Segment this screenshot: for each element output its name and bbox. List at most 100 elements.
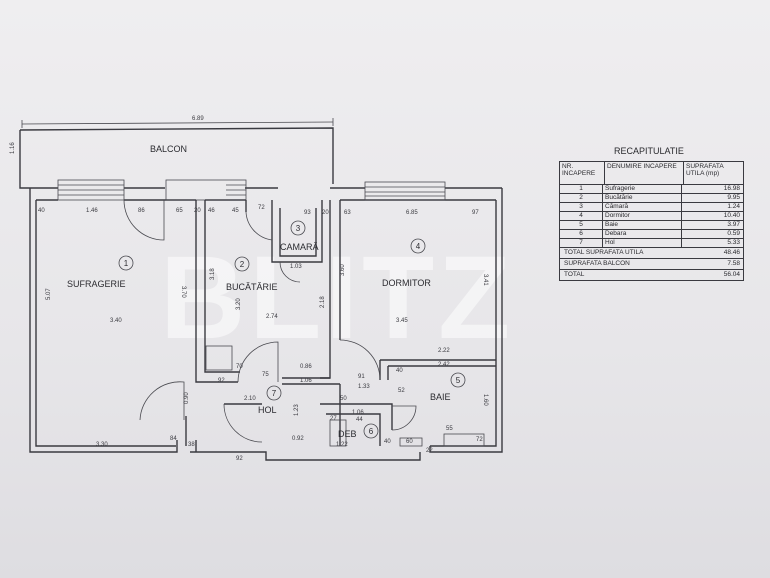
dim-label: 2.22 [438,348,450,354]
row-nr: 6 [560,230,603,238]
room-labels: 1 SUFRAGERIE 2 BUCĂTĂRIE 3 CAMARĂ 4 DORM… [67,220,466,439]
dim-label: 2.42 [438,362,450,368]
total-util-row: TOTAL SUPRAFATA UTILA 48.46 [560,248,743,259]
row-nr: 2 [560,194,603,202]
table-row: 4 Dormitor 10.40 [560,212,743,221]
grand-total-label: TOTAL [564,271,585,278]
dim-label: 2.10 [244,396,256,402]
dim-label: 1.06 [300,378,312,384]
total-util-value: 48.46 [723,249,740,256]
grand-total-value: 56.04 [723,271,740,278]
dim-label: 5.07 [46,288,52,300]
dim-label: 63 [344,210,351,216]
room-6-label: DEB [338,429,357,439]
row-area: 3.97 [727,221,740,228]
recap-header-row: NR. INCAPERE DENUMIRE INCAPERE SUPRAFATA… [560,162,743,185]
dim-label: 1.03 [290,264,302,270]
recap-table: NR. INCAPERE DENUMIRE INCAPERE SUPRAFATA… [559,161,744,281]
room-number-circle [266,385,282,401]
row-name: Bucătărie [603,194,682,202]
dim-label: 1.23 [294,404,300,416]
row-name: Debara [603,230,682,238]
dim-label: 97 [472,210,479,216]
room-3-number: 3 [296,224,301,233]
interior-walls [185,200,496,452]
row-name: Dormitor [603,212,682,220]
dim-label: 0.90 [184,392,190,404]
dim-label: 55 [446,426,453,432]
dim-label: 60 [406,439,413,445]
dim-label: 20 [322,210,329,216]
row-area: 1.24 [727,203,740,210]
dim-label: 84 [170,436,177,442]
balcony-label: BALCON [150,144,187,154]
dim-label: 72 [258,205,265,211]
room-5-number: 5 [456,376,461,385]
row-nr: 1 [560,185,603,193]
dim-label: 3.45 [396,318,408,324]
row-nr: 5 [560,221,603,229]
dim-label: 40 [38,208,45,214]
row-name: Cămară [603,203,682,211]
dim-label: 86 [138,208,145,214]
header-name: DENUMIRE INCAPERE [605,162,684,184]
row-nr: 7 [560,239,603,247]
dim-label: 3.70 [180,286,186,298]
dim-label: 6.85 [406,210,418,216]
table-row: 2 Bucătărie 9.95 [560,194,743,203]
dim-label: 70 [236,364,243,370]
room-4-label: DORMITOR [382,278,431,288]
balcony-area-label: SUPRAFATA BALCON [564,260,630,267]
total-util-label: TOTAL SUPRAFATA UTILA [564,249,644,256]
header-nr: NR. INCAPERE [560,162,605,184]
room-4-number: 4 [416,242,421,251]
dim-label: 75 [262,372,269,378]
dim-label: 0.86 [300,364,312,370]
room-2-number: 2 [240,260,245,269]
windows [57,179,446,201]
room-number-circle [234,256,250,272]
dim-label: 45 [232,208,239,214]
row-area: 5.33 [727,239,740,246]
table-row: 6 Debara 0.59 [560,230,743,239]
room-7-label: HOL [258,405,277,415]
room-number-circle [118,255,134,271]
room-number-circle [290,220,306,236]
room-number-circle [450,372,466,388]
room-number-circle [410,238,426,254]
row-area: 9.95 [727,194,740,201]
balcony-area-value: 7.58 [727,260,740,267]
dim-label: 3.40 [110,318,122,324]
row-area: 10.40 [723,212,740,219]
room-3-label: CAMARĂ [280,242,319,252]
recap-title: RECAPITULATIE [614,146,684,156]
dim-label: 91 [358,374,365,380]
table-row: 1 Sufragerie 16.98 [560,185,743,194]
room-2-label: BUCĂTĂRIE [226,282,278,292]
dim-label: 40 [384,439,391,445]
dim-label: 2.74 [266,314,278,320]
dim-label: 1.60 [482,394,488,406]
row-name: Baie [603,221,682,229]
row-area: 0.59 [727,230,740,237]
dimension-labels: 40 1.46 86 65 20 46 45 72 93 20 63 6.85 … [38,205,488,462]
dim-label: 92 [218,378,225,384]
dim-label: 65 [176,208,183,214]
dim-label: 3.18 [210,268,216,280]
dim-label: 1.06 [352,410,364,416]
dim-label: 72 [476,437,483,443]
room-1-number: 1 [124,259,129,268]
dim-label: 0.92 [292,436,304,442]
dim-label: 93 [304,210,311,216]
row-name: Sufragerie [603,185,682,193]
table-row: 5 Baie 3.97 [560,221,743,230]
room-number-circle [363,423,379,439]
balcony: BALCON 6.89 1.16 [10,116,334,189]
row-nr: 3 [560,203,603,211]
dim-label: 46 [208,208,215,214]
table-row: 3 Cămară 1.24 [560,203,743,212]
dim-label: 27 [330,416,337,422]
dim-label: 20 [194,208,201,214]
